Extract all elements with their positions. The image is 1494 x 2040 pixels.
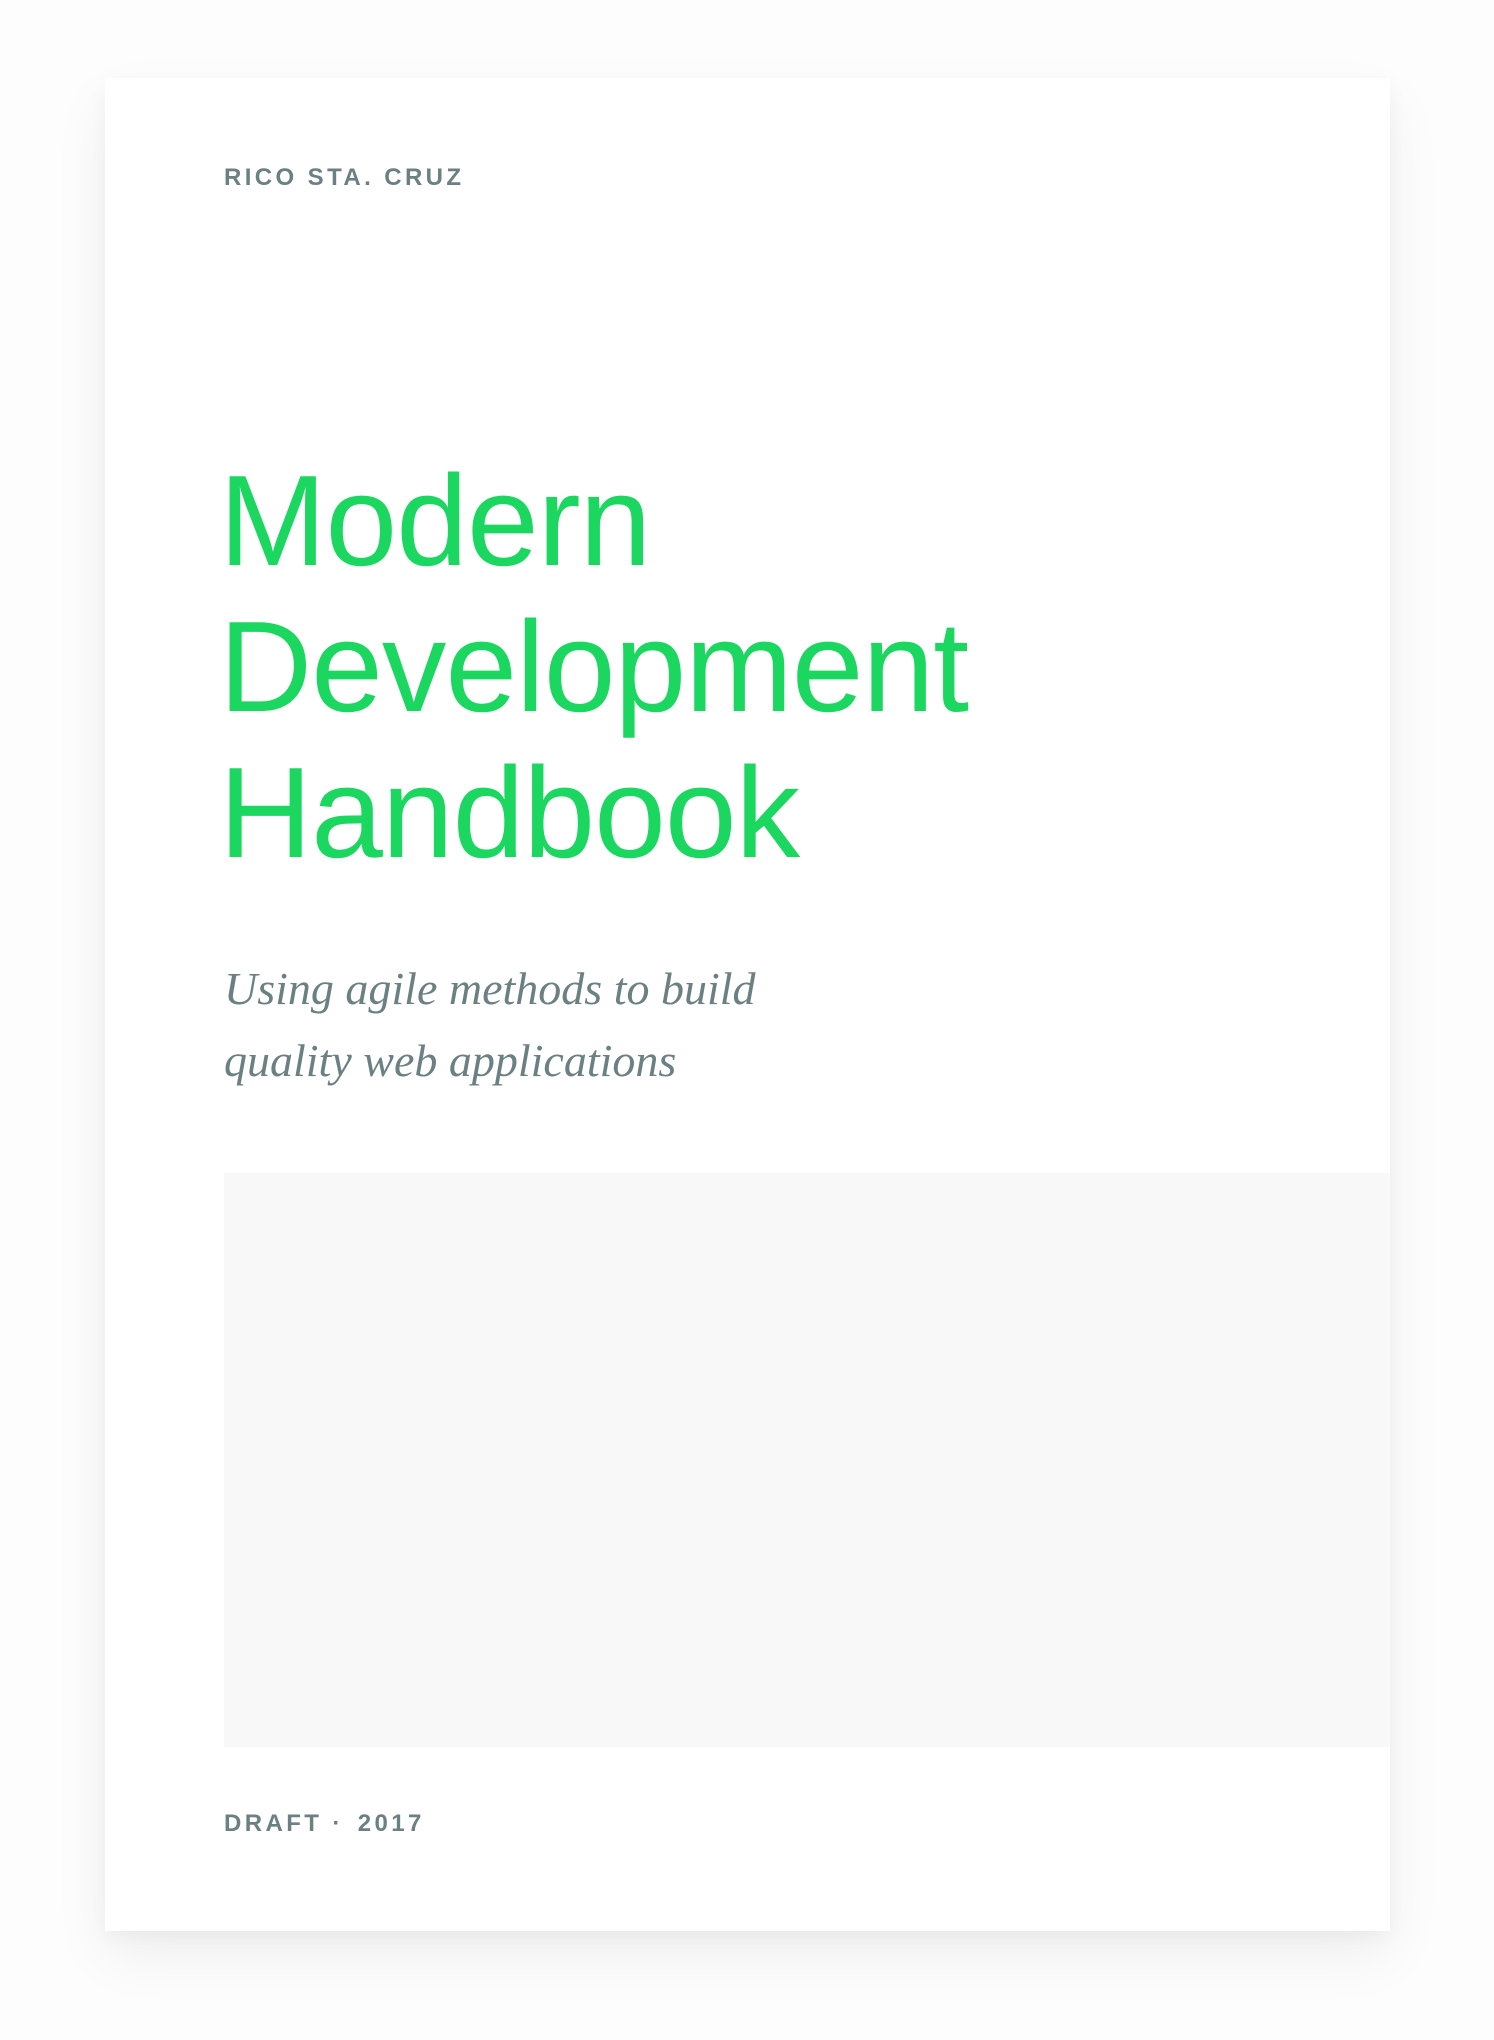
book-subtitle-line: quality web applications — [224, 1035, 677, 1086]
book-title-line: Handbook — [219, 741, 800, 885]
book-cover-page: RICO STA. CRUZ Modern Development Handbo… — [105, 78, 1390, 1931]
footer-separator: · — [332, 1810, 344, 1837]
cover-footer: DRAFT · 2017 — [224, 1812, 425, 1836]
draft-label: DRAFT — [224, 1810, 323, 1837]
book-title-line: Development — [219, 595, 969, 739]
cover-image-placeholder — [224, 1173, 1390, 1747]
book-subtitle-line: Using agile methods to build — [224, 963, 756, 1014]
book-subtitle: Using agile methods to build quality web… — [224, 953, 756, 1097]
book-title: Modern Development Handbook — [219, 448, 969, 886]
author-name: RICO STA. CRUZ — [224, 164, 465, 191]
book-title-line: Modern — [219, 449, 651, 593]
year-label: 2017 — [357, 1810, 425, 1837]
